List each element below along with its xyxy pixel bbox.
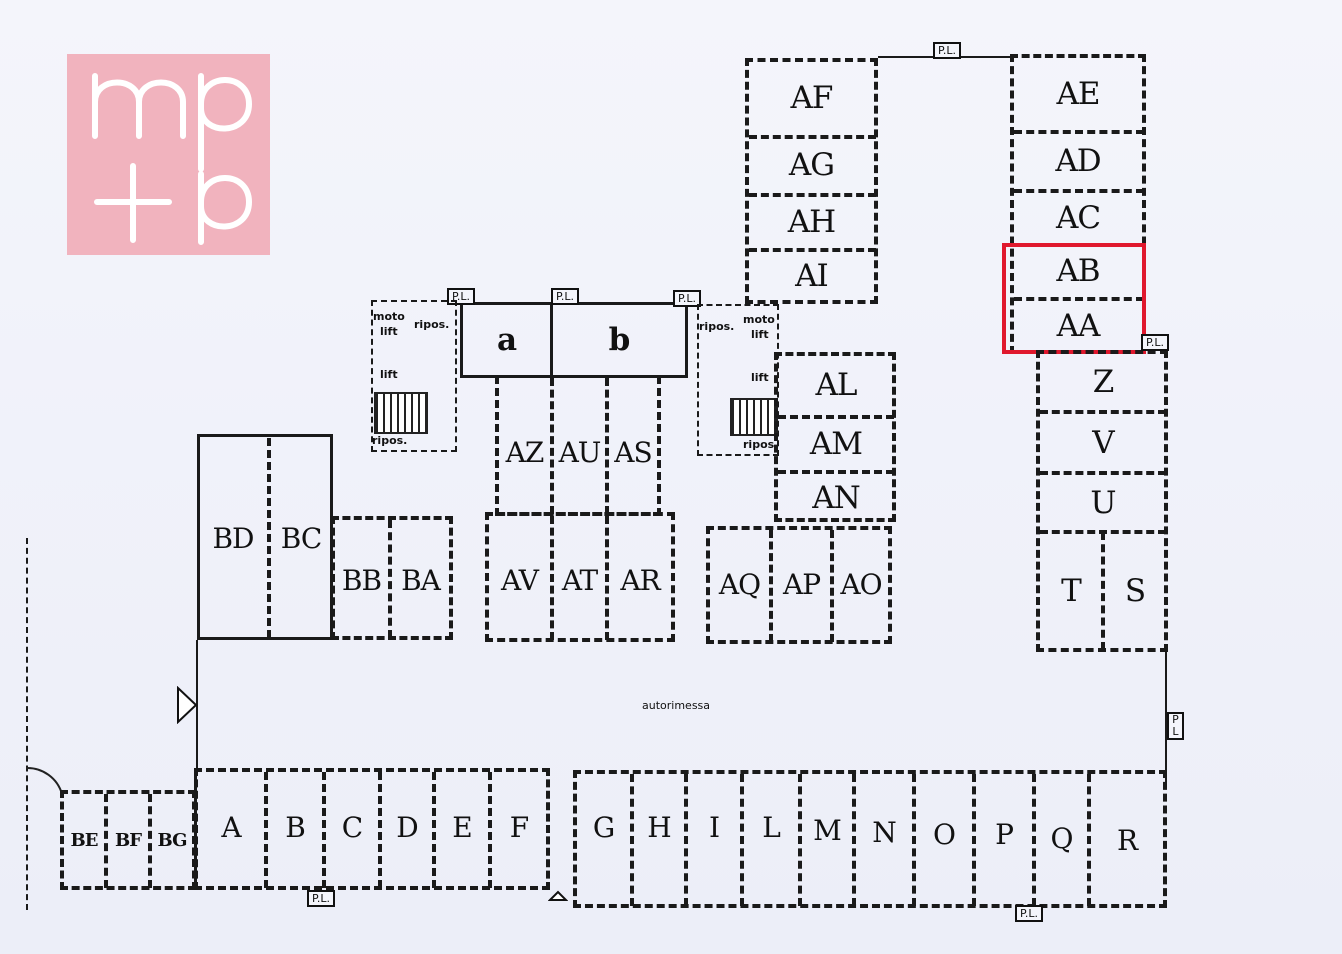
unit-g: G xyxy=(592,810,615,844)
unit-bg: BG xyxy=(157,829,188,851)
pl-bottom-1: P.L. xyxy=(307,890,336,907)
pl-b: P.L. xyxy=(551,288,580,305)
unit-ah: AH xyxy=(787,204,836,240)
unit-ai: AI xyxy=(795,258,829,294)
unit-bf: BF xyxy=(115,829,142,851)
pl-top: P.L. xyxy=(933,42,962,59)
unit-n: N xyxy=(872,815,896,849)
unit-bc: BC xyxy=(280,521,323,555)
unit-av: AV xyxy=(500,563,539,597)
unit-am: AM xyxy=(809,426,863,462)
unit-ag: AG xyxy=(788,147,835,183)
unit-ba: BA xyxy=(401,563,441,597)
unit-s: S xyxy=(1124,573,1146,609)
left-block-short xyxy=(331,516,453,640)
entrance-marker-icon xyxy=(548,890,568,901)
unit-l: L xyxy=(762,810,781,844)
unit-a-small: a xyxy=(496,322,517,358)
pl-right-column: P.L. xyxy=(1141,334,1170,351)
unit-af: AF xyxy=(790,80,834,116)
unit-aq: AQ xyxy=(718,567,761,601)
unit-ar: AR xyxy=(620,563,660,597)
unit-ad: AD xyxy=(1055,143,1101,179)
unit-r: R xyxy=(1116,823,1138,857)
unit-q: Q xyxy=(1050,821,1074,855)
left-stair-core xyxy=(371,300,457,452)
unit-a: A xyxy=(221,810,241,844)
unit-v: V xyxy=(1092,424,1114,461)
entrance-arrow-icon xyxy=(177,686,198,724)
unit-b: B xyxy=(285,810,306,844)
unit-c: C xyxy=(341,810,363,844)
unit-as: AS xyxy=(614,435,652,469)
bottom-row-2 xyxy=(573,770,1167,908)
unit-at: AT xyxy=(561,563,598,597)
right-stair-core xyxy=(697,304,779,456)
unit-e: E xyxy=(452,810,472,844)
unit-p: P xyxy=(995,817,1014,851)
unit-z: Z xyxy=(1092,364,1115,400)
unit-au: AU xyxy=(558,435,602,469)
unit-ab: AB xyxy=(1056,253,1100,289)
right-bottom xyxy=(706,526,892,644)
mp-logo xyxy=(67,54,270,255)
left-stairs-icon xyxy=(374,392,428,434)
unit-aa: AA xyxy=(1056,308,1101,344)
center-bottom xyxy=(485,512,675,642)
highlight-box xyxy=(1002,243,1146,354)
unit-ap: AP xyxy=(782,567,821,601)
unit-m: M xyxy=(813,813,842,847)
unit-t: T xyxy=(1061,573,1082,609)
pl-b2: P.L. xyxy=(673,290,702,307)
unit-ao: AO xyxy=(840,567,882,601)
unit-bb: BB xyxy=(341,563,382,597)
unit-d: D xyxy=(396,810,418,844)
unit-b-small: b xyxy=(608,322,631,358)
unit-bd: BD xyxy=(212,521,254,555)
garage-label: autorimessa xyxy=(642,699,711,712)
right-column xyxy=(1036,350,1168,652)
pl-bottom-2: P.L. xyxy=(1015,905,1044,922)
left-tower xyxy=(745,58,878,304)
unit-az: AZ xyxy=(505,435,545,469)
unit-f: F xyxy=(509,810,529,844)
unit-o: O xyxy=(933,817,956,851)
unit-be: BE xyxy=(70,829,99,851)
unit-an: AN xyxy=(812,480,861,516)
mid-right-stack xyxy=(774,352,896,522)
logo-mark xyxy=(92,73,253,245)
unit-al: AL xyxy=(815,367,858,403)
unit-i: I xyxy=(708,810,720,844)
unit-u: U xyxy=(1090,484,1116,521)
right-stairs-icon xyxy=(730,398,778,436)
unit-ac: AC xyxy=(1055,200,1101,236)
unit-ae: AE xyxy=(1056,76,1100,112)
unit-h: H xyxy=(647,810,671,844)
